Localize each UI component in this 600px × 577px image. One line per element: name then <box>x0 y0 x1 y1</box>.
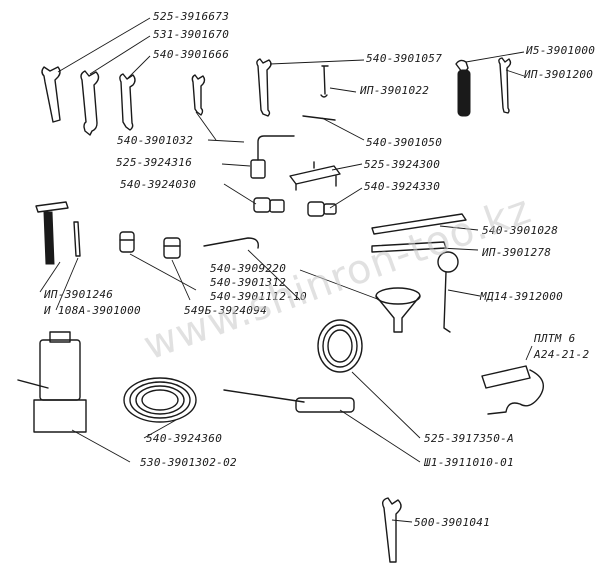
wrench-540-3901032 <box>191 74 206 116</box>
label-540-3901312: 540-3901312 <box>210 276 286 289</box>
watermark: www.shinron-too.kz <box>138 186 538 369</box>
label-540-3924360: 540-3924360 <box>146 432 222 445</box>
label-540-3901050: 540-3901050 <box>366 136 442 149</box>
hook-wrench-540-3909220 <box>203 237 259 249</box>
wrench-500-3901041 <box>381 497 402 563</box>
socket-540-3924330 <box>307 201 337 217</box>
labels: 525-3916673 531-3901670 540-3901666 540-… <box>43 10 595 529</box>
label-540-3909220: 540-3909220 <box>210 262 286 275</box>
label-525-3916673: 525-3916673 <box>153 10 229 23</box>
socket-540-3924030 <box>253 197 285 213</box>
wrench-531-3901670 <box>80 70 100 136</box>
label-sh1-3911010-01: Ш1-3911010-01 <box>423 456 514 469</box>
leader-lines <box>39 17 533 523</box>
wrench-540-3901057 <box>256 58 272 117</box>
wrench-ip-3901200 <box>498 57 512 114</box>
wrench-525-3916673 <box>41 66 61 123</box>
label-ip-3901246: ИП-3901246 <box>43 288 113 301</box>
socket-540-3901112-10 <box>163 237 181 259</box>
lamp-pltm-6 <box>481 365 544 415</box>
label-ip-3901278: ИП-3901278 <box>481 246 551 259</box>
funnel <box>375 287 421 333</box>
socket-wrench-525-3924316 <box>250 135 295 179</box>
label-525-3917350-a: 525-3917350-А <box>424 432 514 445</box>
hose-coil-540-3924360 <box>123 377 197 423</box>
label-525-3924300: 525-3924300 <box>364 158 440 171</box>
puller-525-3924300 <box>289 161 341 191</box>
jack-530-3901302-02 <box>17 331 87 433</box>
label-ip-3901022: ИП-3901022 <box>359 84 429 97</box>
wrench-ip-3901022 <box>320 65 329 98</box>
socket-540-3901312 <box>119 231 135 253</box>
label-540-3924330: 540-3924330 <box>364 180 440 193</box>
label-pltm-6: ПЛТМ 6 <box>533 332 576 345</box>
label-ip-3901200: ИП-3901200 <box>523 68 593 81</box>
gauge-md14-3912000 <box>443 271 451 333</box>
label-md14-3912000: МД14-3912000 <box>479 290 563 303</box>
grease-gun-sh1-3911010-01 <box>223 389 355 413</box>
punch-i-108a-3901000 <box>73 221 81 257</box>
wrench-540-3901666 <box>119 73 136 131</box>
label-i-108a-3901000: И 108А-3901000 <box>43 304 141 317</box>
label-549b-3924094: 549Б-3924094 <box>184 304 267 317</box>
hose-coil-525-3917350-a <box>317 319 363 373</box>
screwdriver-i5-3901000 <box>455 59 471 117</box>
label-540-3901028: 540-3901028 <box>482 224 558 237</box>
label-525-3924316: 525-3924316 <box>116 156 192 169</box>
hammer-ip-3901246 <box>35 201 69 265</box>
label-i5-3901000: И5-3901000 <box>525 44 595 57</box>
label-540-3901666: 540-3901666 <box>153 48 229 61</box>
tool-540-3901028 <box>371 213 467 235</box>
label-a24-21-2: А24-21-2 <box>533 348 589 361</box>
label-500-3901041: 500-3901041 <box>414 516 490 529</box>
label-530-3901302-02: 530-3901302-02 <box>140 456 237 469</box>
label-540-3901032: 540-3901032 <box>117 134 193 147</box>
label-531-3901670: 531-3901670 <box>153 28 229 41</box>
bar-540-3901050 <box>302 115 336 121</box>
label-540-3924030: 540-3924030 <box>120 178 196 191</box>
label-540-3901057: 540-3901057 <box>366 52 442 65</box>
label-540-3901112-10: 540-3901112-10 <box>210 290 307 303</box>
